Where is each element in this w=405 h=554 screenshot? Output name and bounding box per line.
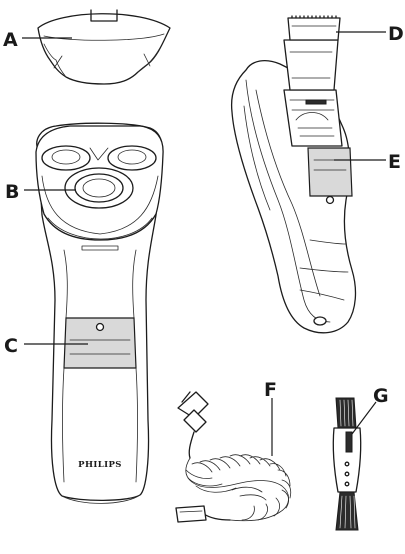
shaver-side-view: [232, 16, 356, 333]
label-a: A: [3, 29, 18, 51]
brand-logo-text: PHILIPS: [78, 460, 122, 470]
label-d: D: [388, 23, 404, 45]
power-cord: [176, 392, 291, 522]
protection-cap: [38, 10, 170, 84]
label-g: G: [373, 385, 389, 407]
shaver-front-view: PHILIPS: [36, 123, 163, 503]
label-b: B: [5, 181, 19, 203]
label-e: E: [388, 151, 401, 173]
cleaning-brush: [333, 398, 361, 530]
label-f: F: [264, 379, 277, 401]
label-c: C: [4, 335, 18, 357]
